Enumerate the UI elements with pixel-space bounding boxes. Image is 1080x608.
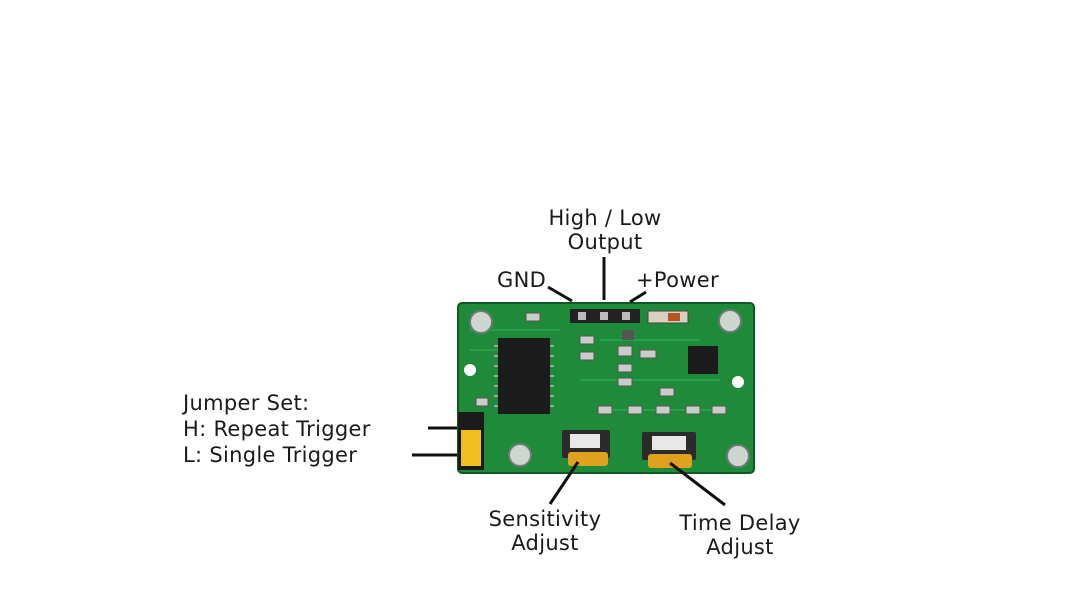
power-label: +Power — [636, 268, 719, 292]
via-right — [732, 376, 744, 388]
via-left — [464, 364, 476, 376]
jumper-label-single: L: Single Trigger — [183, 443, 358, 467]
sensitivity-label: Sensitivity Adjust — [460, 507, 630, 555]
mount-hole-top-left — [469, 310, 493, 334]
time-delay-label: Time Delay Adjust — [650, 511, 830, 559]
time-delay-potentiometer — [642, 432, 696, 468]
output-label: High / Low Output — [520, 206, 690, 254]
output-label-line2: Output — [567, 230, 643, 254]
pointer-lines — [412, 257, 726, 507]
time-delay-label-line2: Adjust — [706, 535, 774, 559]
mount-hole-bottom-right — [726, 444, 750, 468]
time-delay-label-line1: Time Delay — [679, 511, 801, 535]
output-label-line1: High / Low — [548, 206, 662, 230]
sensitivity-potentiometer — [562, 430, 610, 466]
jumper-label: Jumper Set: H: Repeat Trigger L: Single … — [183, 391, 371, 467]
gnd-label: GND — [497, 268, 547, 292]
smd-components — [475, 312, 727, 415]
ic-chip — [494, 338, 554, 414]
sensitivity-label-line2: Adjust — [511, 531, 579, 555]
sensitivity-label-line1: Sensitivity — [488, 507, 602, 531]
mount-hole-bottom-left — [508, 443, 532, 467]
jumper-label-title: Jumper Set: — [183, 391, 310, 415]
header-pins — [570, 309, 689, 324]
mount-hole-top-right — [718, 309, 742, 333]
jumper-block — [458, 412, 484, 470]
jumper-label-repeat: H: Repeat Trigger — [183, 417, 371, 441]
smd-dark — [622, 330, 634, 340]
transistor — [688, 346, 718, 374]
